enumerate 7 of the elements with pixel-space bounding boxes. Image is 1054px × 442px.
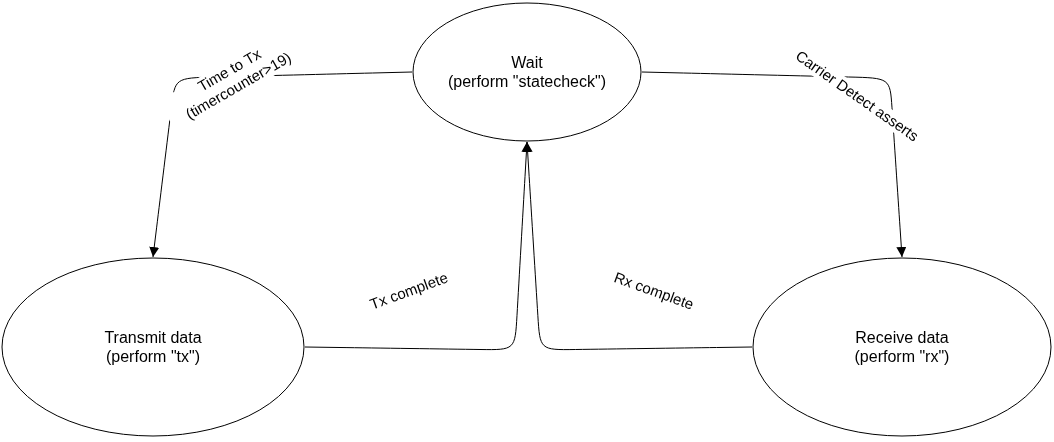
state-label: (perform "rx") <box>854 347 950 366</box>
state-label: (perform "tx") <box>106 347 200 366</box>
state-label: Receive data <box>855 328 949 347</box>
state-label: Wait <box>511 53 543 72</box>
state-label: (perform "statecheck") <box>447 72 607 91</box>
state-label: Transmit data <box>104 328 202 347</box>
arrow <box>522 141 753 351</box>
